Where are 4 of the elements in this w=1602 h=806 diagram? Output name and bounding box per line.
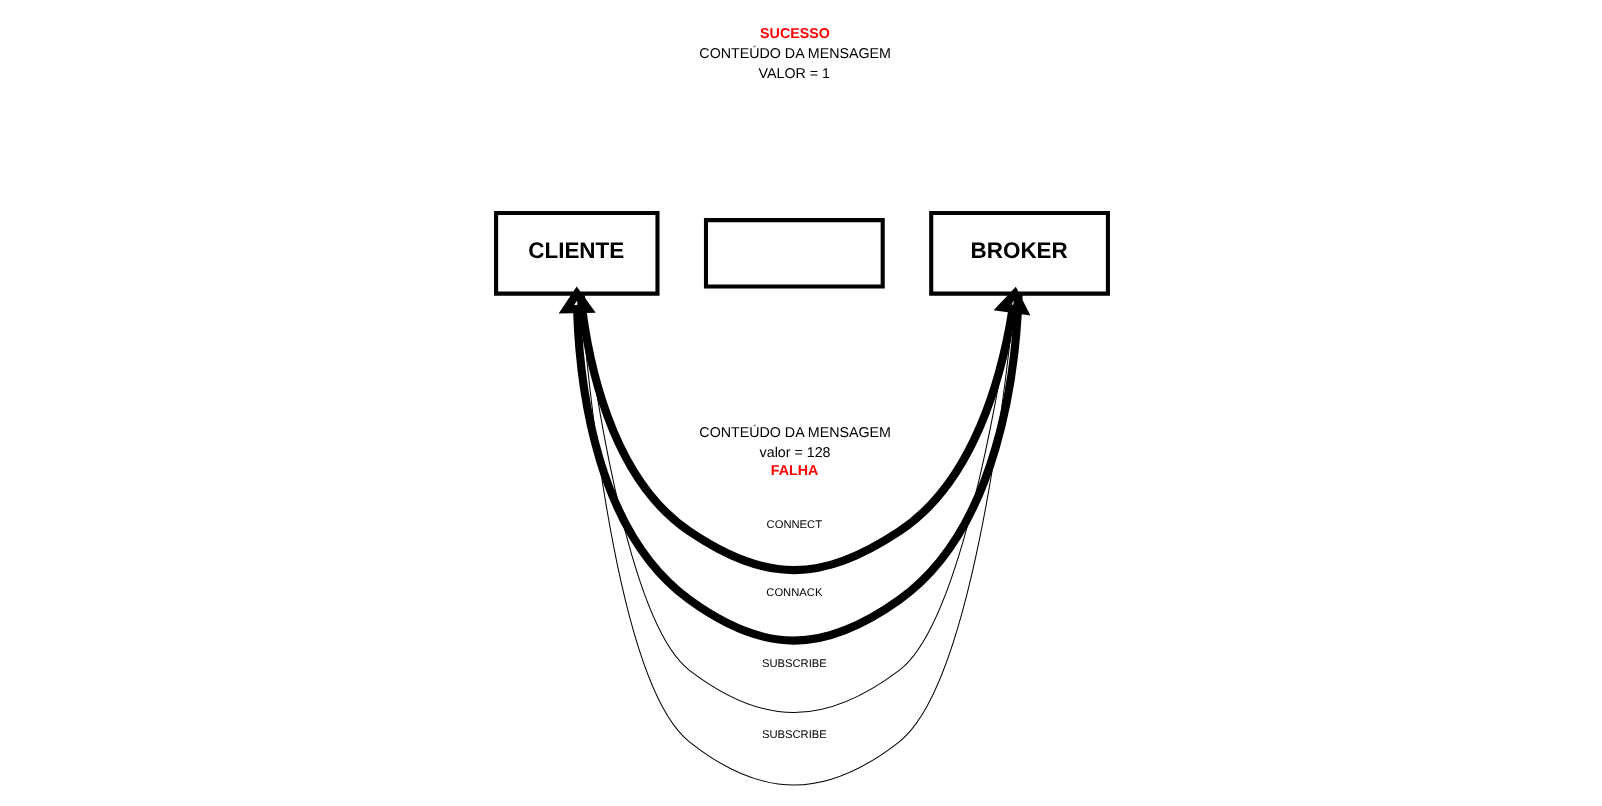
arrow: [557, 286, 1022, 645]
node-box: [702, 218, 884, 289]
node-box: CLIENTE: [493, 210, 659, 296]
node-box: BROKER: [928, 210, 1109, 296]
